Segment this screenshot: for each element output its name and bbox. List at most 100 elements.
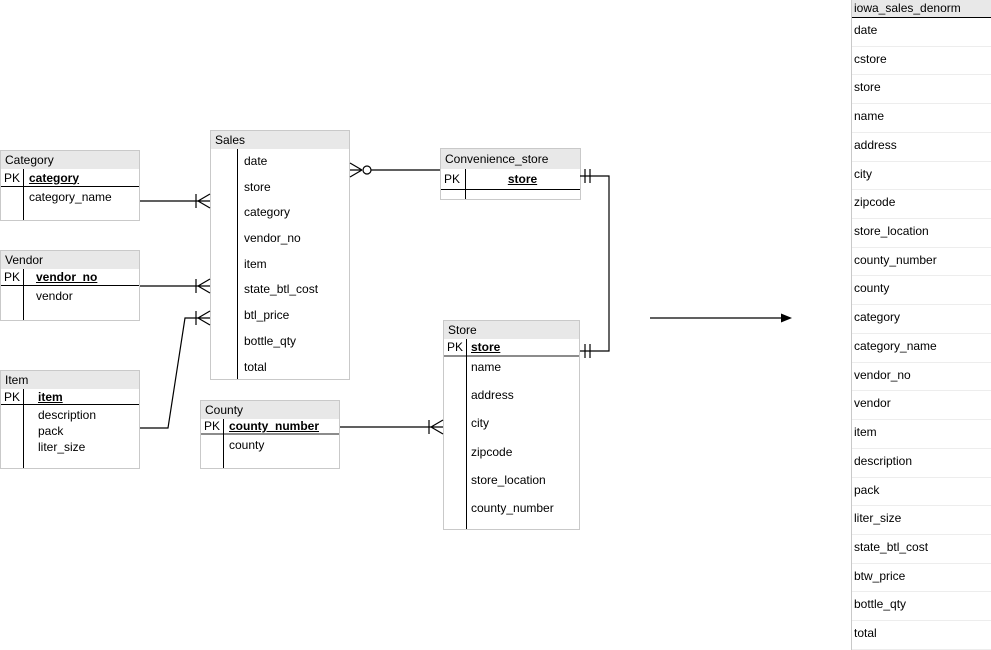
- field-liter-size[interactable]: liter_size: [852, 506, 991, 535]
- crow-foot-many-icon: [197, 193, 211, 209]
- pk-field-category: category: [29, 170, 80, 185]
- rel-county-store[interactable]: [340, 419, 444, 435]
- arrow-head-icon: [781, 313, 792, 323]
- entity-vendor[interactable]: Vendor PK vendor_no vendor: [0, 250, 140, 321]
- pk-column-divider: [237, 149, 238, 379]
- field-store-location[interactable]: store_location: [852, 219, 991, 248]
- field-county-number[interactable]: county_number: [852, 248, 991, 277]
- field-city[interactable]: city: [471, 416, 489, 431]
- crow-foot-many-icon: [197, 310, 211, 326]
- pk-label: PK: [444, 172, 461, 186]
- field-zipcode[interactable]: zipcode: [852, 190, 991, 220]
- entity-store-title: Store: [444, 321, 579, 339]
- field-bottle-qty[interactable]: bottle_qty: [244, 333, 297, 348]
- entity-store-pk-row[interactable]: PK store: [444, 339, 579, 357]
- rel-vendor-sales[interactable]: [140, 278, 211, 294]
- zero-marker-icon: [362, 165, 372, 175]
- rel-sales-convenience-store[interactable]: [349, 162, 440, 178]
- field-county-number[interactable]: county_number: [471, 500, 554, 515]
- entity-county-pk-row[interactable]: PK county_number: [201, 419, 339, 435]
- pk-field-county-number: county_number: [229, 419, 320, 433]
- crow-foot-many-icon: [430, 419, 444, 435]
- field-item[interactable]: item: [852, 420, 991, 449]
- field-category[interactable]: category: [244, 205, 291, 220]
- entity-iowa-sales-denorm-title: iowa_sales_denorm: [852, 0, 991, 18]
- pk-label: PK: [4, 389, 21, 404]
- pk-column-divider: [23, 269, 24, 320]
- entity-iowa-sales-denorm[interactable]: iowa_sales_denorm date cstore store name…: [851, 0, 991, 650]
- field-pack[interactable]: pack: [38, 424, 64, 438]
- field-liter-size[interactable]: liter_size: [38, 440, 86, 454]
- field-state-btl-cost[interactable]: state_btl_cost: [852, 535, 991, 564]
- denorm-arrow[interactable]: [650, 313, 792, 323]
- field-county[interactable]: county: [852, 276, 991, 306]
- field-btl-price[interactable]: btl_price: [244, 308, 290, 323]
- rel-line[interactable]: [140, 317, 198, 429]
- crow-foot-many-icon: [349, 162, 363, 178]
- rel-line[interactable]: [580, 175, 610, 352]
- field-category[interactable]: category: [852, 305, 991, 334]
- entity-category-pk-row[interactable]: PK category: [1, 169, 139, 187]
- field-total[interactable]: total: [852, 621, 991, 650]
- field-description[interactable]: description: [852, 449, 991, 478]
- entity-item[interactable]: Item PK item description pack liter_size: [0, 370, 140, 469]
- field-cstore[interactable]: cstore: [852, 47, 991, 76]
- field-total[interactable]: total: [244, 359, 267, 374]
- entity-vendor-pk-row[interactable]: PK vendor_no: [1, 269, 139, 286]
- one-and-only-one-marker: [584, 344, 591, 358]
- field-description[interactable]: description: [38, 408, 97, 422]
- field-zipcode[interactable]: zipcode: [471, 444, 513, 459]
- field-name[interactable]: name: [852, 104, 991, 133]
- field-address[interactable]: address: [852, 133, 991, 162]
- field-vendor-no[interactable]: vendor_no: [852, 363, 991, 392]
- pk-column-divider: [465, 169, 466, 199]
- field-category-name[interactable]: category_name: [29, 190, 112, 204]
- pk-label: PK: [4, 170, 21, 185]
- entity-sales-title: Sales: [211, 131, 349, 149]
- pk-column-divider: [466, 339, 467, 529]
- one-and-only-one-marker: [584, 169, 591, 183]
- entity-convenience-store-pk-row[interactable]: PK store: [441, 169, 580, 190]
- field-city[interactable]: city: [852, 162, 991, 191]
- field-vendor-no[interactable]: vendor_no: [244, 231, 301, 246]
- field-date[interactable]: date: [244, 154, 268, 168]
- rel-convenience-store-store[interactable]: [580, 169, 610, 358]
- pk-label: PK: [204, 419, 221, 433]
- field-store[interactable]: store: [852, 75, 991, 105]
- rel-category-sales[interactable]: [140, 193, 211, 209]
- field-category-name[interactable]: category_name: [852, 334, 991, 363]
- field-vendor[interactable]: vendor: [36, 289, 73, 303]
- entity-item-title: Item: [1, 371, 139, 389]
- entity-category-title: Category: [1, 151, 139, 169]
- field-store[interactable]: store: [244, 179, 271, 194]
- pk-column-divider: [223, 419, 224, 468]
- field-store-location[interactable]: store_location: [471, 472, 546, 487]
- field-state-btl-cost[interactable]: state_btl_cost: [244, 282, 319, 297]
- entity-sales[interactable]: Sales date store category vendor_no item…: [210, 130, 350, 380]
- field-vendor[interactable]: vendor: [852, 391, 991, 421]
- field-btw-price[interactable]: btw_price: [852, 564, 991, 593]
- entity-item-pk-row[interactable]: PK item: [1, 389, 139, 405]
- field-item[interactable]: item: [244, 256, 267, 271]
- pk-field-vendor-no: vendor_no: [36, 270, 98, 284]
- field-address[interactable]: address: [471, 388, 514, 403]
- pk-column-divider: [23, 169, 24, 220]
- pk-label: PK: [4, 270, 21, 284]
- entity-convenience-store[interactable]: Convenience_store PK store: [440, 148, 581, 200]
- entity-convenience-store-title: Convenience_store: [441, 149, 580, 169]
- entity-category[interactable]: Category PK category category_name: [0, 150, 140, 221]
- pk-label: PK: [447, 340, 464, 354]
- field-pack[interactable]: pack: [852, 478, 991, 507]
- entity-vendor-title: Vendor: [1, 251, 139, 269]
- pk-column-divider: [23, 389, 24, 468]
- field-county[interactable]: county: [229, 438, 265, 452]
- entity-county[interactable]: County PK county_number county: [200, 400, 340, 469]
- entity-store[interactable]: Store PK store name address city zipcode…: [443, 320, 580, 530]
- pk-field-store: store: [471, 340, 501, 354]
- entity-county-title: County: [201, 401, 339, 419]
- field-date[interactable]: date: [852, 18, 991, 47]
- field-name[interactable]: name: [471, 360, 502, 374]
- pk-field-item: item: [38, 389, 63, 404]
- field-bottle-qty[interactable]: bottle_qty: [852, 592, 991, 622]
